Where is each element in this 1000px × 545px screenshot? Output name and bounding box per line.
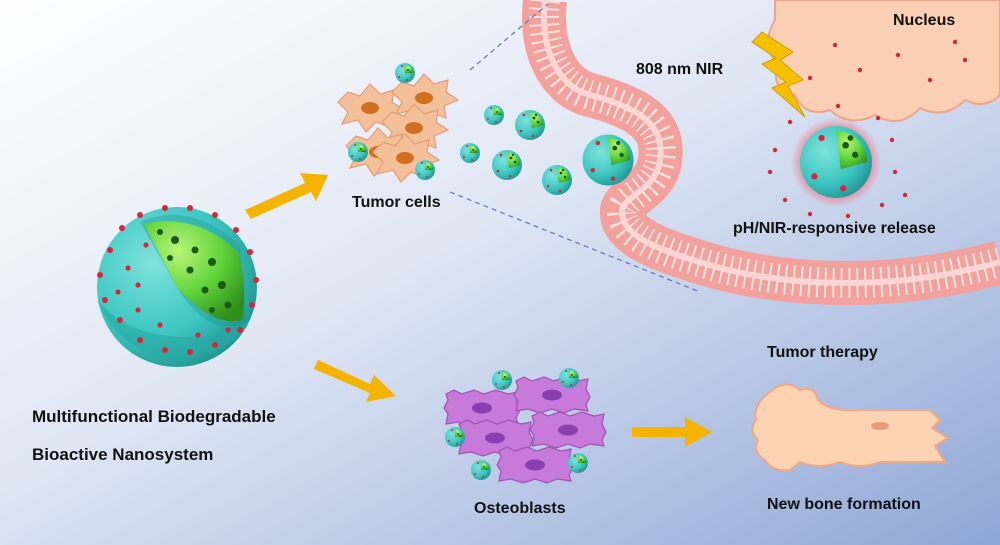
lightning-icon (751, 31, 806, 118)
nanoparticle-internalized (582, 134, 634, 186)
bone-mark (871, 422, 889, 430)
label-osteoblasts: Osteoblasts (474, 500, 566, 517)
nanoparticle-release (791, 117, 881, 207)
nucleus-dots (807, 39, 968, 83)
label-tumor-therapy: Tumor therapy (767, 344, 878, 361)
arrow-to-tumor (245, 173, 328, 219)
label-nir: 808 nm NIR (636, 61, 724, 78)
bone-illustration (751, 383, 950, 472)
released-drug-dots (767, 103, 908, 219)
nanoparticle-large (97, 205, 259, 367)
zoom-line-top (469, 3, 549, 71)
label-release: pH/NIR-responsive release (733, 220, 936, 237)
arrow-to-osteoblasts (314, 360, 396, 402)
label-new-bone: New bone formation (767, 496, 921, 513)
label-nucleus: Nucleus (893, 12, 956, 29)
arrow-to-bone (632, 417, 712, 447)
label-nanosystem-line1: Multifunctional Biodegradable (32, 407, 276, 426)
label-nanosystem-line2: Bioactive Nanosystem (32, 445, 214, 464)
label-tumor-cells: Tumor cells (352, 194, 441, 211)
